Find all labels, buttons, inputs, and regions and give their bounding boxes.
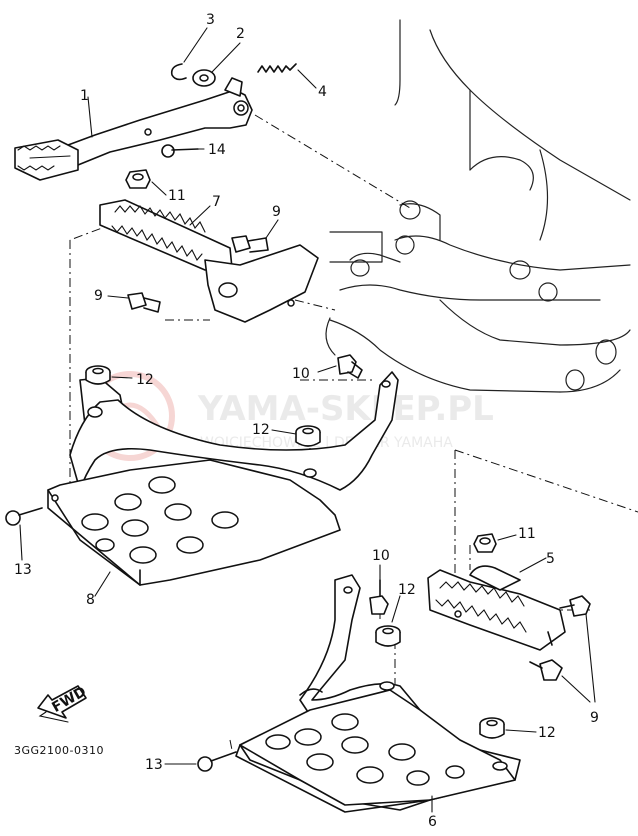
bolt-9-lower-lower <box>529 659 563 681</box>
damper-12-lower <box>479 717 505 739</box>
callout-12-mid: 12 <box>398 582 416 598</box>
callout-10-lower: 10 <box>372 548 390 564</box>
callout-4: 4 <box>318 84 327 100</box>
callout-7: 7 <box>212 194 221 210</box>
callout-10-upper: 10 <box>292 366 310 382</box>
leader-lines <box>19 27 596 813</box>
footrest-plate-8 <box>47 371 399 586</box>
bolt-9-upper-left <box>127 292 161 313</box>
callout-9-lower: 9 <box>590 710 599 726</box>
drawing-code: 3GG2100-0310 <box>14 744 104 757</box>
nut-11-lower <box>473 533 497 553</box>
nut-11-upper <box>125 169 151 189</box>
washer-2 <box>192 69 216 87</box>
plate-6-holes <box>265 713 465 786</box>
bolt-10-lower <box>369 579 389 615</box>
watermark: YAMA-SKLEP.PL WOJCIECHOWICZ | DEALER YAM… <box>85 371 494 461</box>
callout-9-upper-right: 9 <box>272 204 281 220</box>
footrest-plate-6 <box>235 574 521 813</box>
callout-12-upper-left: 12 <box>136 372 154 388</box>
watermark-title: YAMA-SKLEP.PL <box>197 389 494 429</box>
callout-1: 1 <box>80 88 89 104</box>
frame-outline <box>325 19 631 393</box>
callout-14: 14 <box>208 142 226 158</box>
callout-labels: 1 2 3 4 14 11 7 9 9 12 10 12 13 8 11 10 … <box>14 12 599 830</box>
clip-3 <box>170 63 187 81</box>
callout-2: 2 <box>236 26 245 42</box>
bolt-9-lower-upper <box>559 595 591 617</box>
bolt-13-left <box>5 507 43 526</box>
callout-11-upper: 11 <box>168 188 186 204</box>
damper-12-upper-left <box>85 365 111 385</box>
damper-12-mid <box>375 625 401 647</box>
fwd-arrow-icon: FWD <box>37 684 89 723</box>
footrest-7 <box>99 199 319 323</box>
spring-4 <box>257 63 297 73</box>
callout-9-upper-left: 9 <box>94 288 103 304</box>
callout-5: 5 <box>546 551 555 567</box>
pedal-teeth <box>17 145 71 171</box>
callout-8: 8 <box>86 592 95 608</box>
brake-pedal <box>14 77 253 181</box>
callout-12-lower: 12 <box>538 725 556 741</box>
callout-3: 3 <box>206 12 215 28</box>
bolt-9-upper-right <box>231 235 269 253</box>
damper-12-upper-right <box>295 425 321 447</box>
plate-8-holes <box>81 476 239 564</box>
callout-12-upper-right: 12 <box>252 422 270 438</box>
fwd-label: FWD <box>49 684 89 716</box>
callout-6: 6 <box>428 814 437 830</box>
bolt-14 <box>161 144 199 158</box>
callout-13-lower: 13 <box>145 757 163 773</box>
footrest-5 <box>427 565 566 651</box>
watermark-subtitle: WOJCIECHOWICZ | DEALER YAMAHA <box>200 435 453 451</box>
bolt-13-lower <box>197 751 237 772</box>
callout-13-left: 13 <box>14 562 32 578</box>
callout-11-lower: 11 <box>518 526 536 542</box>
bolt-10-upper <box>337 354 363 379</box>
